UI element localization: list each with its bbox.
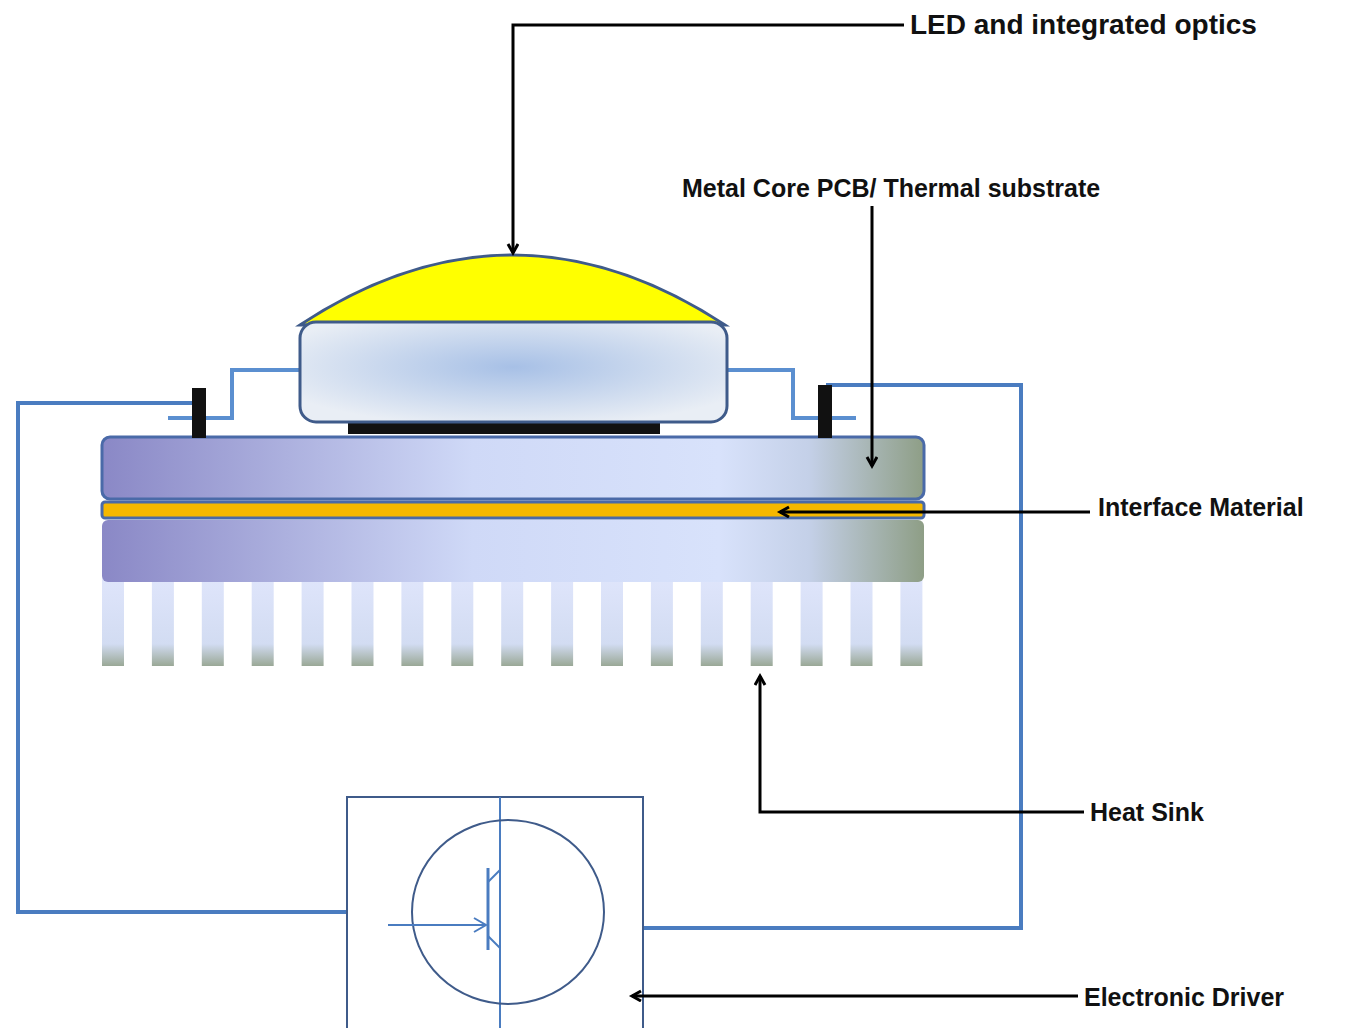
heat-sink-fins bbox=[102, 578, 922, 666]
leader-line bbox=[513, 25, 904, 253]
fin bbox=[551, 578, 573, 666]
led-lead bbox=[725, 370, 856, 418]
fin bbox=[451, 578, 473, 666]
part-label: Heat Sink bbox=[1090, 798, 1204, 827]
led-lens bbox=[300, 255, 725, 325]
driver-box bbox=[347, 797, 643, 1028]
part-label: LED and integrated optics bbox=[910, 9, 1257, 41]
leader-line bbox=[871, 206, 874, 466]
fin bbox=[701, 578, 723, 666]
fin bbox=[252, 578, 274, 666]
led-lead bbox=[168, 370, 302, 418]
fin bbox=[801, 578, 823, 666]
led-body bbox=[300, 322, 727, 422]
solder-post bbox=[192, 388, 206, 438]
leader-line bbox=[632, 995, 1078, 998]
fin bbox=[751, 578, 773, 666]
fin bbox=[651, 578, 673, 666]
part-label: Electronic Driver bbox=[1084, 983, 1284, 1012]
fin bbox=[501, 578, 523, 666]
fin bbox=[352, 578, 374, 666]
transistor-input bbox=[388, 924, 486, 926]
fin bbox=[401, 578, 423, 666]
fin bbox=[601, 578, 623, 666]
fin bbox=[851, 578, 873, 666]
transistor-circle bbox=[412, 820, 604, 1004]
interface-material bbox=[102, 502, 924, 518]
transistor-collector bbox=[488, 870, 500, 882]
driver-line bbox=[499, 797, 501, 1028]
part-label: Interface Material bbox=[1098, 493, 1304, 522]
leader-line bbox=[780, 511, 1090, 514]
fin bbox=[152, 578, 174, 666]
fin bbox=[302, 578, 324, 666]
fin bbox=[102, 578, 124, 666]
fin bbox=[202, 578, 224, 666]
part-label: Metal Core PCB/ Thermal substrate bbox=[682, 174, 1100, 203]
leader-line bbox=[760, 676, 1084, 812]
transistor-arrow bbox=[474, 918, 486, 932]
fin bbox=[900, 578, 922, 666]
transistor-emitter bbox=[488, 936, 500, 948]
solder-post bbox=[818, 385, 832, 438]
metal-core-pcb bbox=[102, 437, 924, 499]
heat-sink-base bbox=[102, 520, 924, 582]
